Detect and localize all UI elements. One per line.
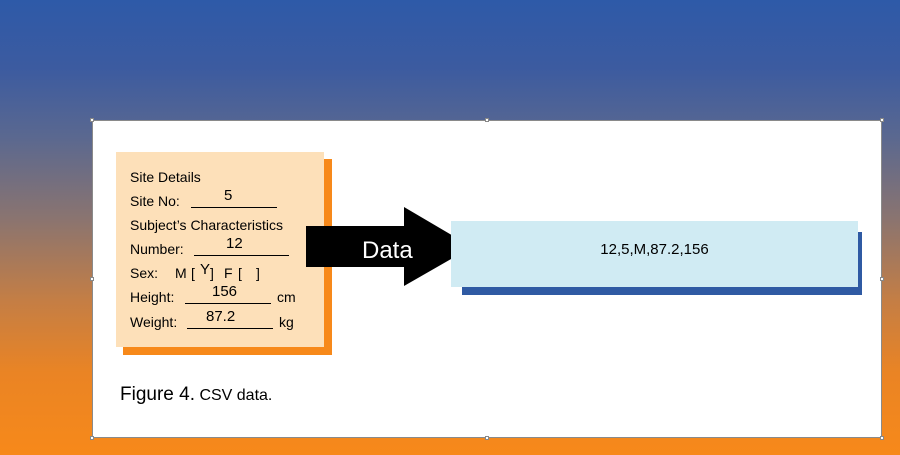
caption-figure-number: Figure 4. xyxy=(120,384,195,405)
sex-m-mark: Y xyxy=(200,261,211,278)
height-unit: cm xyxy=(277,289,296,305)
right-arrow-icon xyxy=(306,207,472,286)
site-no-label: Site No: xyxy=(130,193,180,209)
number-blank xyxy=(194,255,289,256)
form-card xyxy=(116,152,324,347)
subject-heading: Subject’s Characteristics xyxy=(130,217,284,233)
sex-f-label: F xyxy=(224,265,233,281)
arrow-label: Data xyxy=(362,237,413,264)
resize-handle[interactable] xyxy=(880,277,884,281)
weight-blank xyxy=(187,328,273,329)
resize-handle[interactable] xyxy=(90,277,94,281)
sex-m-close-bracket: ] xyxy=(210,265,214,281)
resize-handle[interactable] xyxy=(485,118,489,122)
site-details-heading: Site Details xyxy=(130,169,201,185)
height-value: 156 xyxy=(212,283,238,300)
weight-unit: kg xyxy=(279,314,294,330)
sex-f-close-bracket: ] xyxy=(256,265,260,281)
figure-caption: Figure 4. CSV data. xyxy=(120,384,272,407)
resize-handle[interactable] xyxy=(880,118,884,122)
csv-box xyxy=(451,221,858,287)
resize-handle[interactable] xyxy=(485,436,489,440)
site-no-value: 5 xyxy=(224,187,233,204)
resize-handle[interactable] xyxy=(880,436,884,440)
resize-handle[interactable] xyxy=(90,118,94,122)
csv-text: 12,5,M,87.2,156 xyxy=(600,241,709,258)
number-label: Number: xyxy=(130,241,184,257)
weight-value: 87.2 xyxy=(206,308,236,325)
height-label: Height: xyxy=(130,289,175,305)
resize-handle[interactable] xyxy=(90,436,94,440)
weight-label: Weight: xyxy=(130,314,178,330)
site-no-blank xyxy=(191,207,277,208)
number-value: 12 xyxy=(226,235,243,252)
sex-m-open-bracket: [ xyxy=(191,265,195,281)
sex-m-label: M xyxy=(175,265,187,281)
caption-text: CSV data. xyxy=(199,387,273,404)
arrow-shape xyxy=(306,207,472,286)
sex-label: Sex: xyxy=(130,265,159,281)
sex-f-open-bracket: [ xyxy=(238,265,242,281)
height-blank xyxy=(185,303,271,304)
